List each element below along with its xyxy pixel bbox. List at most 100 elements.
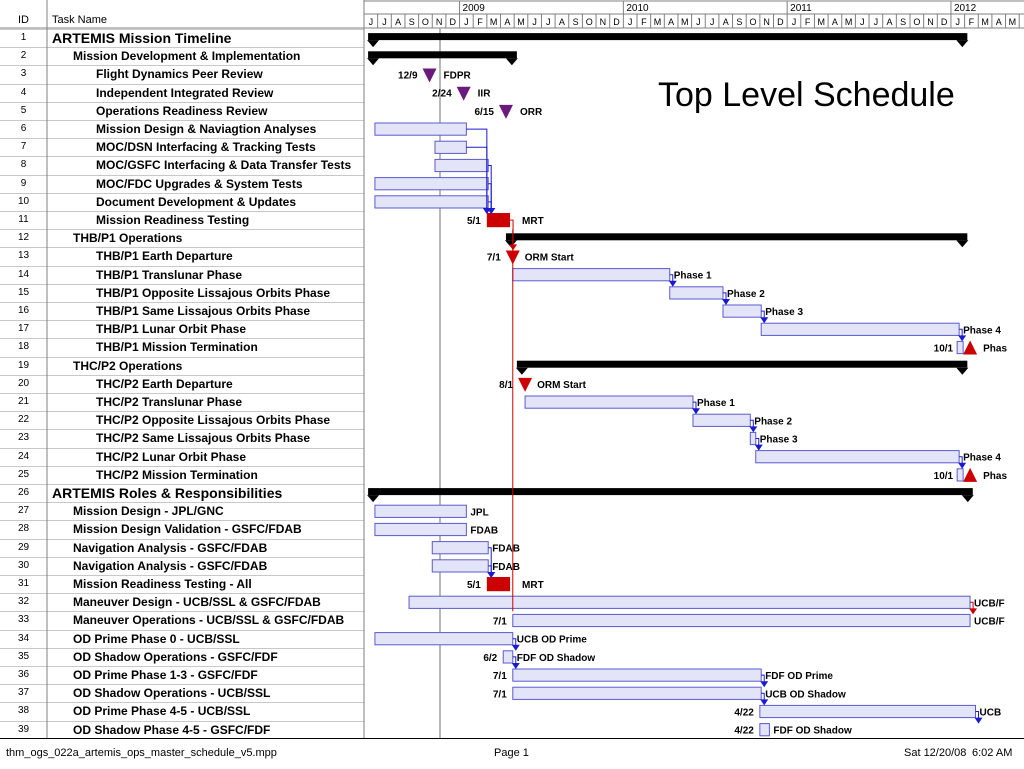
dependency-arrow	[760, 681, 768, 687]
task-bar	[750, 432, 755, 444]
review-date: 6/15	[474, 107, 494, 118]
year-label: 2011	[790, 3, 812, 14]
task-start-date: 4/22	[734, 708, 754, 719]
critical-milestone	[518, 378, 532, 392]
dependency-arrow	[512, 645, 520, 651]
critical-milestone-label: ORM Start	[537, 380, 587, 391]
termination-stub	[957, 469, 963, 481]
year-label: 2010	[626, 3, 649, 14]
task-bar-label: Phase 3	[765, 307, 803, 318]
task-bar	[503, 651, 513, 663]
summary-bar	[368, 51, 517, 58]
termination-date: 10/1	[934, 471, 954, 482]
overlay-title: Top Level Schedule	[658, 76, 955, 115]
task-start-date: 6/2	[483, 653, 497, 664]
termination-date: 10/1	[934, 344, 954, 355]
month-label: D	[613, 17, 620, 27]
month-label: F	[477, 17, 483, 27]
month-label: A	[504, 17, 510, 27]
year-label: 2012	[954, 3, 977, 14]
month-label: N	[927, 17, 934, 27]
month-label: S	[573, 17, 579, 27]
month-label: M	[1009, 17, 1017, 27]
month-label: J	[710, 17, 715, 27]
task-bar-label: Phase 2	[754, 416, 792, 427]
month-label: M	[818, 17, 826, 27]
month-label: F	[805, 17, 811, 27]
task-bar-label: Phase 2	[727, 289, 765, 300]
task-bar-label: FDAB	[492, 562, 520, 573]
summary-bar	[506, 233, 967, 240]
month-label: O	[913, 17, 920, 27]
task-bar-label: UCB/F	[974, 617, 1005, 628]
month-label: J	[628, 17, 633, 27]
summary-end-cap	[506, 58, 518, 65]
month-label: J	[874, 17, 879, 27]
task-bar-label: FDAB	[492, 544, 520, 555]
summary-end-cap	[962, 495, 974, 502]
review-label: ORR	[520, 107, 543, 118]
month-label: D	[777, 17, 784, 27]
task-bar-label: UCB OD Prime	[517, 635, 587, 646]
footer-page: Page 1	[494, 747, 529, 759]
footer-filename: thm_ogs_022a_artemis_ops_master_schedule…	[6, 747, 277, 759]
task-bar-label: UCB OD Shadow	[765, 689, 846, 700]
month-label: J	[369, 17, 374, 27]
month-label: J	[532, 17, 537, 27]
summary-start-cap	[367, 40, 379, 47]
footer-time: 6:02 AM	[972, 747, 1012, 759]
task-bar	[513, 614, 970, 626]
critical-milestone-date: 7/1	[487, 253, 501, 264]
task-bar	[670, 287, 723, 299]
month-label: N	[436, 17, 443, 27]
critical-task-label: MRT	[522, 580, 544, 591]
dependency-arrow	[760, 699, 768, 705]
month-label: N	[600, 17, 607, 27]
dependency-arrow	[760, 317, 768, 323]
task-start-date: 4/22	[734, 726, 754, 737]
month-label: F	[641, 17, 647, 27]
task-bar	[375, 523, 466, 535]
task-bar-label: UCB/F	[974, 598, 1005, 609]
review-milestone	[499, 105, 513, 119]
month-label: M	[517, 17, 525, 27]
task-bar-label: FDF OD Prime	[765, 671, 833, 682]
task-bar-label: Phase 3	[760, 435, 798, 446]
dependency-arrow	[512, 663, 520, 669]
dependency-arrow	[749, 426, 757, 432]
task-bar	[375, 633, 513, 645]
month-label: O	[422, 17, 429, 27]
task-bar	[513, 269, 670, 281]
month-label: J	[860, 17, 865, 27]
termination-milestone	[963, 468, 977, 482]
month-label: A	[559, 17, 565, 27]
task-bar-label: UCB	[980, 708, 1002, 719]
termination-label: Phas	[983, 471, 1007, 482]
month-label: M	[654, 17, 662, 27]
summary-bar	[368, 488, 973, 495]
critical-milestone-date: 8/1	[499, 380, 513, 391]
critical-milestone-label: ORM Start	[525, 253, 575, 264]
month-label: J	[956, 17, 961, 27]
task-bar	[513, 669, 761, 681]
month-label: A	[832, 17, 838, 27]
month-label: S	[900, 17, 906, 27]
termination-label: Phas	[983, 344, 1007, 355]
month-label: J	[792, 17, 797, 27]
dependency-arrow	[669, 281, 677, 287]
summary-end-cap	[956, 240, 968, 247]
review-milestone	[423, 69, 437, 83]
month-label: A	[395, 17, 401, 27]
month-label: A	[668, 17, 674, 27]
task-bar	[693, 414, 750, 426]
task-bar	[432, 542, 488, 554]
critical-task-bar	[487, 577, 510, 591]
month-label: J	[546, 17, 551, 27]
dependency-arrow	[958, 463, 966, 469]
task-start-date: 7/1	[493, 689, 507, 700]
month-label: A	[723, 17, 729, 27]
dependency-arrow	[958, 335, 966, 341]
summary-end-cap	[956, 40, 968, 47]
task-bar	[525, 396, 693, 408]
month-label: A	[996, 17, 1002, 27]
